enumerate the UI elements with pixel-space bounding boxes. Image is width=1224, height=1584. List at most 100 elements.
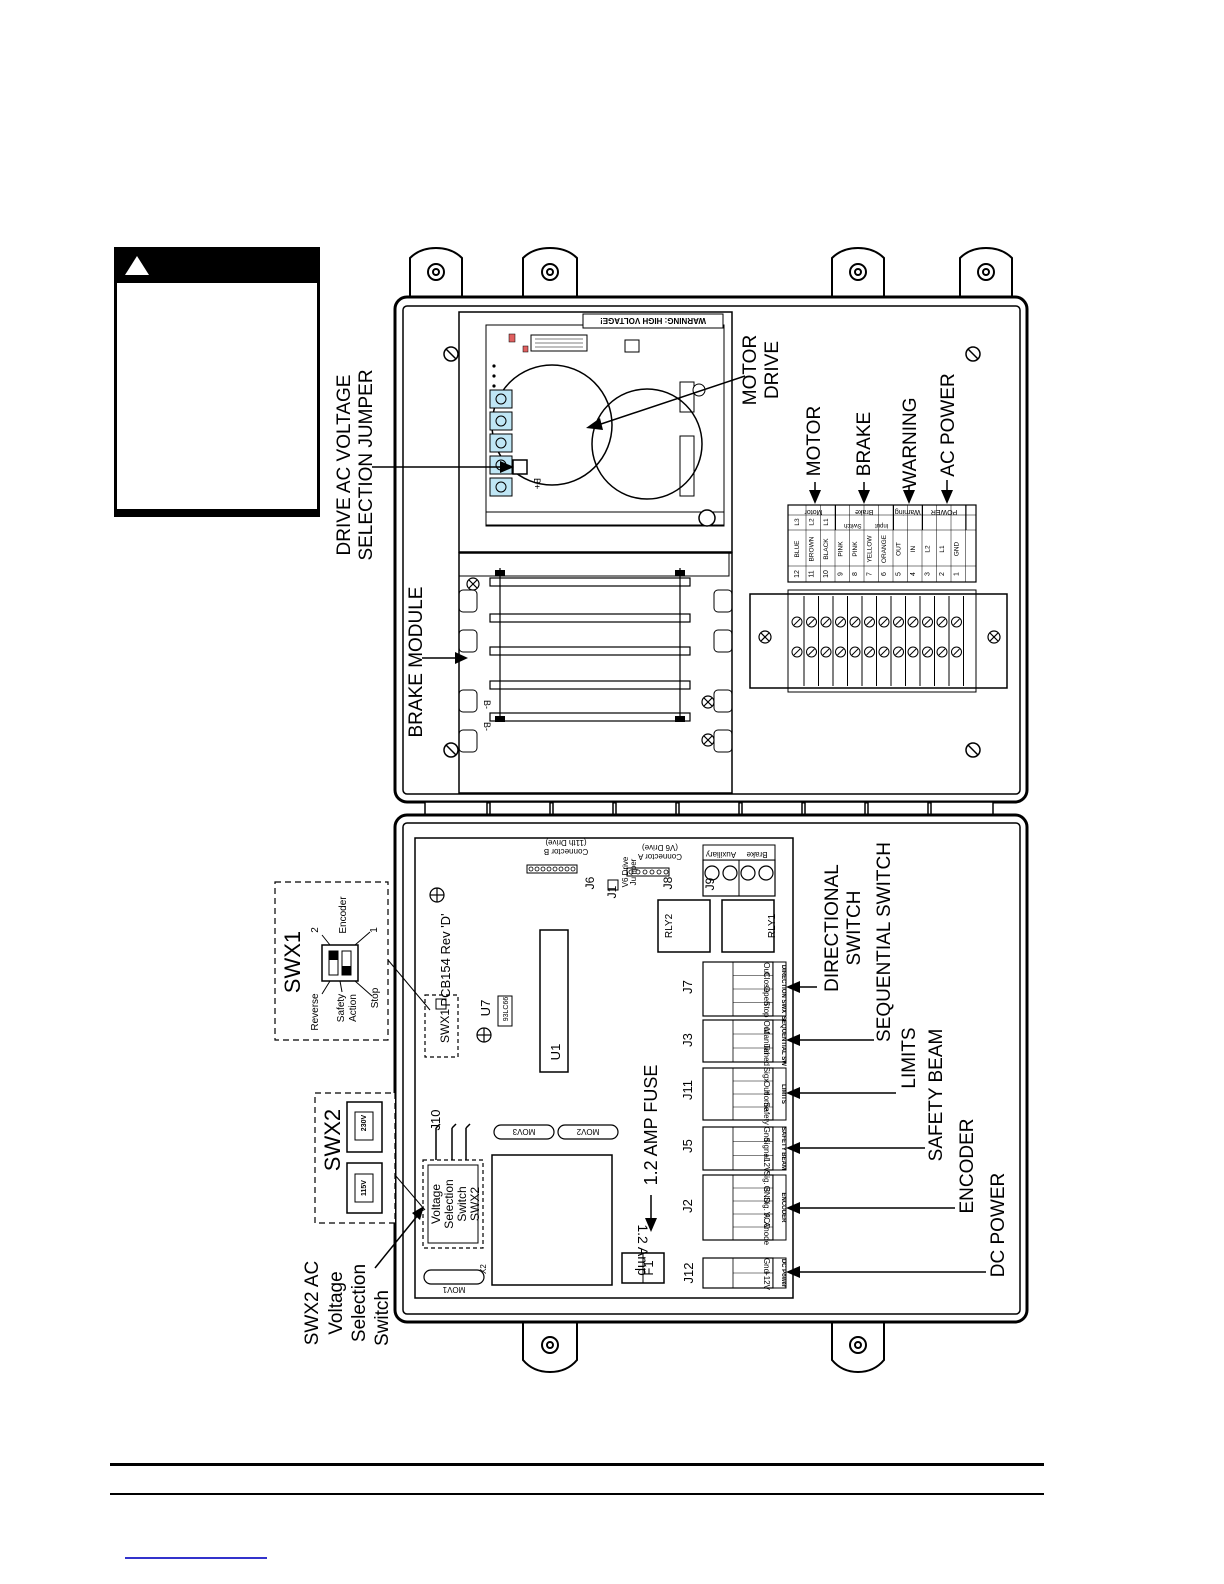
j5-label: J5: [680, 1139, 695, 1153]
connector-pin-label: Out: [762, 1021, 771, 1035]
terminal-wire-color: GND: [954, 541, 961, 556]
limits-callout: LIMITS: [899, 1027, 920, 1088]
dc-power-callout: DC POWER: [988, 1173, 1009, 1278]
mov1-label: MOV1: [442, 1285, 465, 1294]
mov3-label: MOV3: [512, 1127, 535, 1136]
connector-pin-label: Sig. A: [762, 1197, 771, 1219]
terminal-group-label: POWER: [931, 508, 957, 515]
brake-sub-label: Switch: [844, 522, 862, 528]
mount-tab: [959, 246, 1013, 297]
terminal-wire-color: YELLOW: [867, 535, 874, 563]
terminal-number: 11: [809, 570, 816, 577]
connector-pin-label: +12V: [762, 1271, 771, 1291]
v6-jumper-label: V6 Drive: [621, 856, 630, 887]
connector-pin-label: Signal: [762, 1137, 771, 1159]
terminal-wire-color: ORANGE: [881, 534, 888, 563]
footer-link-underline: [125, 1557, 267, 1559]
warning-arrow: [903, 490, 915, 504]
brake-module-label: BRAKE MODULE: [406, 587, 427, 738]
terminal-group-label: Brake: [855, 508, 873, 515]
swx1-reverse-label: Reverse: [310, 993, 321, 1031]
vss-line-2: Selection: [442, 1179, 456, 1228]
u7-chip-label: 93LC66: [503, 997, 510, 1022]
terminal-phase: L1: [823, 518, 830, 526]
connector-title-enc: ENCODER: [780, 1192, 786, 1223]
drive-jumper-arrow: [500, 461, 514, 473]
terminal-wire-color: L1: [939, 545, 946, 553]
warning-header-bar: [114, 247, 320, 283]
motor-drive-label-2: DRIVE: [762, 341, 783, 399]
vss-line-3: Switch: [455, 1186, 469, 1221]
mov2-component: [557, 1124, 619, 1140]
mov2-label: MOV2: [576, 1127, 599, 1136]
connector-pin-label: Out: [762, 1081, 771, 1095]
terminal-phase: L2: [809, 518, 816, 526]
j9-label: J9: [703, 877, 717, 890]
brake-module: [458, 552, 733, 794]
swx2-ac-label-4: Switch: [372, 1290, 393, 1346]
connector-pin-label: Stop: [762, 1001, 771, 1018]
connector-pin-label: VCC: [762, 1212, 771, 1229]
safety-beam-arrow: [786, 1142, 800, 1154]
terminal-wire-color: OUT: [896, 542, 903, 556]
mount-tab: [409, 246, 463, 297]
rly2-label: RLY2: [664, 913, 675, 938]
terminal-wire-color: L2: [925, 545, 932, 553]
connector-pin-label: Manual: [762, 1028, 771, 1054]
terminal-number: 6: [881, 572, 888, 576]
terminal-number: 10: [823, 570, 830, 578]
swx1-num-2: 2: [310, 927, 321, 933]
j11-label: J11: [680, 1080, 695, 1100]
connector-title-dir: DIRECTION SWX: [780, 965, 786, 1013]
terminal-number: 2: [939, 572, 946, 576]
connector-a-sub: (V6 Drive): [642, 843, 678, 852]
terminal-group-label: Warning: [895, 508, 921, 515]
directional-callout-2: SWITCH: [844, 891, 865, 966]
motor-drive-arrow: [586, 418, 603, 430]
terminal-wire-color: BLACK: [823, 538, 830, 560]
j6-label: J6: [583, 876, 597, 889]
terminal-number: 4: [910, 572, 917, 576]
terminal-number: 5: [896, 572, 903, 576]
dc-power-arrow: [786, 1266, 800, 1278]
f1-label: F1: [641, 1260, 656, 1275]
u1-label: U1: [548, 1044, 563, 1061]
connector-pin-label: Anode: [762, 1222, 771, 1246]
relay-rly2: [657, 899, 711, 953]
fuse-amp-label: 1.2 Amp: [635, 1224, 651, 1276]
connector-title-lim: LIMITS: [780, 1084, 786, 1104]
encoder-callout: ENCODER: [957, 1118, 978, 1213]
brake-small-label: Brake: [746, 850, 767, 859]
connector-pin-label: Gnd: [762, 1258, 771, 1273]
warning-box-bottom: [114, 509, 320, 517]
u7-label: U7: [478, 1000, 493, 1017]
connector-pin-label: Out: [762, 962, 771, 976]
mount-tab: [831, 246, 885, 297]
j10-label: J10: [428, 1110, 443, 1131]
brake-sub-label: Input: [875, 522, 889, 528]
connector-title-dc: DC Power: [780, 1259, 786, 1288]
j2-label: J2: [680, 1199, 695, 1213]
terminal-number: 9: [838, 572, 845, 576]
sequential-arrow: [786, 1034, 800, 1046]
connector-pin-label: Close: [762, 972, 771, 993]
capacitor: [591, 388, 703, 500]
swx2-ac-label-1: SWX2 AC: [302, 1261, 323, 1345]
motor-arrow: [809, 490, 821, 504]
v6-jumper-sub: Jumper: [629, 858, 638, 885]
swx2-ac-label-2: Voltage: [326, 1271, 347, 1334]
swx1-encoder-label: Encoder: [338, 896, 349, 934]
swx2-inset-title: SWX2: [320, 1109, 345, 1171]
j1-label: J1: [605, 885, 619, 898]
terminal-number: 1: [954, 572, 961, 576]
motor-callout: MOTOR: [804, 406, 825, 476]
terminal-group-label: Motor: [804, 508, 823, 515]
connector-sb: [702, 1126, 774, 1171]
terminal-wire-color: IN: [910, 545, 917, 552]
terminal-wire-color: BLUE: [794, 540, 801, 558]
drive-warning-text: WARNING: HIGH VOLTAGE!: [600, 316, 706, 325]
swx1-num-1: 1: [369, 927, 380, 933]
brake-callout: BRAKE: [854, 412, 875, 476]
terminal-number: 12: [794, 570, 801, 578]
ac-power-arrow: [941, 490, 953, 504]
